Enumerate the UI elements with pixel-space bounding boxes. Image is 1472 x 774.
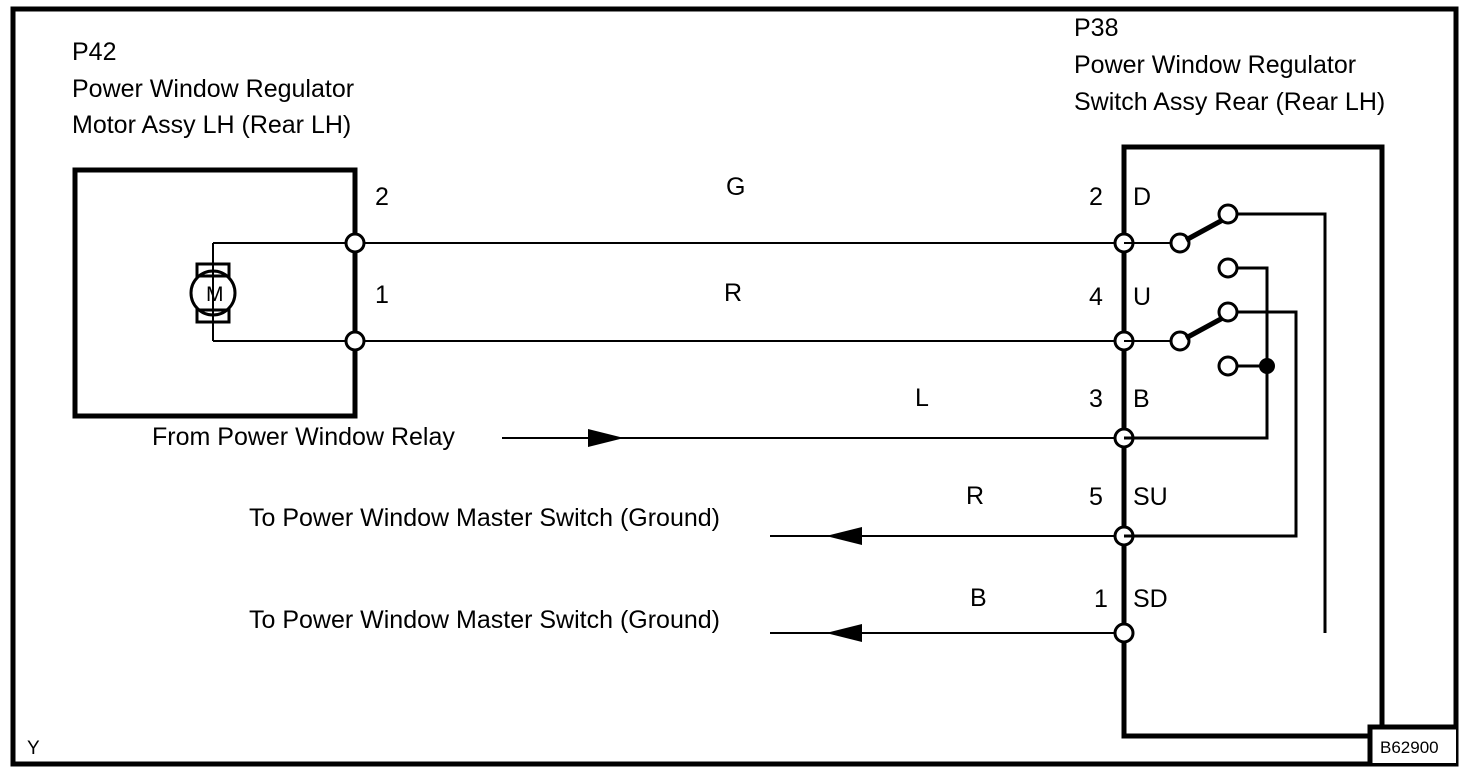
wire-label-r-up: R (724, 279, 742, 307)
switch-lower-fixed-contact (1217, 355, 1239, 377)
right-pin-label-SD: SD (1133, 585, 1168, 613)
left-connector-name-line1: Power Window Regulator (72, 75, 354, 103)
left-connector-name-line2: Motor Assy LH (Rear LH) (72, 111, 351, 139)
motor-brush-top (195, 262, 231, 278)
diagram-id-code: B62900 (1380, 738, 1439, 757)
right-pin-label-SU: SU (1133, 483, 1168, 511)
wire-label-r-ground: R (966, 482, 984, 510)
external-link-label-relay: From Power Window Relay (152, 423, 455, 451)
right-pin-label-U: U (1133, 283, 1151, 311)
switch-upper-fixed-link (1237, 266, 1269, 366)
switch-upper-fixed-contact (1217, 257, 1239, 279)
switch-up-upper-contact (1217, 301, 1239, 323)
right-pin-number-3: 3 (1089, 385, 1103, 413)
right-connector-name-line1: Power Window Regulator (1074, 51, 1356, 79)
arrow-left-icon-ground-sd (826, 624, 862, 642)
switch-assembly-box (1121, 144, 1385, 739)
arrow-left-icon-ground-su (826, 527, 862, 545)
motor-brush-bottom (195, 308, 231, 324)
wire-label-b-ground: B (970, 584, 987, 612)
wire-label-g: G (726, 173, 745, 201)
switch-down-pivot-contact (1169, 232, 1191, 254)
external-link-label-ground-sd: To Power Window Master Switch (Ground) (249, 606, 720, 634)
motor-symbol-letter: M (206, 283, 224, 306)
terminal-node-motor-1 (344, 330, 366, 352)
right-connector-code: P38 (1074, 14, 1118, 42)
right-pin-number-2: 2 (1089, 183, 1103, 211)
corner-marker-y: Y (27, 738, 40, 759)
diagram-frame (10, 6, 1459, 767)
junction-dot-battery-rail (1259, 358, 1275, 374)
right-pin-number-5: 5 (1089, 483, 1103, 511)
battery-rail-to-pin3 (1124, 366, 1269, 440)
right-connector-name-line2: Switch Assy Rear (Rear LH) (1074, 88, 1385, 116)
switch-down-upper-contact (1217, 203, 1239, 225)
arrow-right-icon-relay (588, 429, 624, 447)
terminal-node-motor-2 (344, 232, 366, 254)
motor-circle (189, 269, 237, 317)
right-pin-number-1: 1 (1094, 585, 1108, 613)
terminal-node-p38-1 (1113, 622, 1135, 644)
id-code-tab-border (1367, 724, 1456, 764)
switch-down-upper-return (1237, 212, 1327, 633)
wire-label-l: L (915, 384, 929, 412)
external-link-label-ground-su: To Power Window Master Switch (Ground) (249, 504, 720, 532)
left-connector-code: P42 (72, 38, 116, 66)
left-pin-number-2: 2 (375, 183, 389, 211)
right-pin-label-B: B (1133, 385, 1150, 413)
motor-assembly-box (72, 167, 358, 419)
right-pin-label-D: D (1133, 183, 1151, 211)
switch-up-pivot-contact (1169, 330, 1191, 352)
left-pin-number-1: 1 (375, 281, 389, 309)
right-pin-number-4: 4 (1089, 283, 1103, 311)
id-code-backdrop (1370, 727, 1456, 763)
